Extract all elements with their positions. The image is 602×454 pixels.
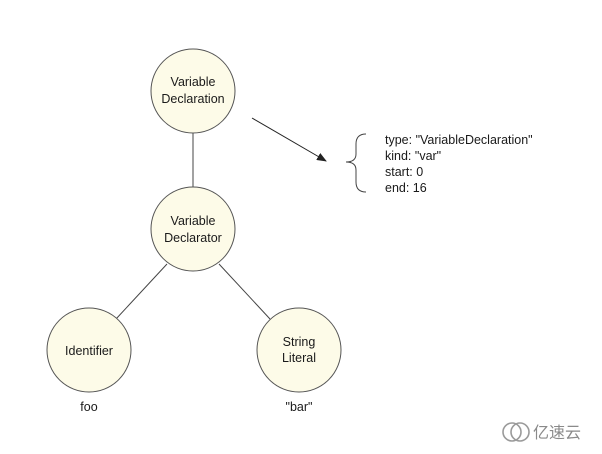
- watermark: 亿速云: [502, 422, 581, 442]
- property-line: start: 0: [385, 165, 423, 179]
- node-variable-declarator: Variable Declarator: [150, 186, 236, 272]
- node-label-line1: Variable: [171, 75, 216, 89]
- node-string-literal: String Literal: [256, 307, 342, 393]
- identifier-value: foo: [80, 400, 97, 414]
- property-line: type: "VariableDeclaration": [385, 133, 533, 147]
- edge-declarator-literal: [218, 263, 271, 320]
- node-identifier: Identifier: [46, 307, 132, 393]
- node-label-line2: Declaration: [161, 92, 224, 106]
- literal-value: "bar": [286, 400, 313, 414]
- properties-arrow: [251, 117, 327, 162]
- properties-brace: [345, 133, 367, 193]
- node-label-line2: Declarator: [164, 231, 222, 245]
- property-line: end: 16: [385, 181, 427, 195]
- node-label-line1: Identifier: [65, 344, 113, 358]
- node-label-line2: Literal: [282, 351, 316, 365]
- node-label-line1: String: [283, 335, 316, 349]
- node-variable-declaration: Variable Declaration: [150, 48, 236, 134]
- edge-declarator-identifier: [115, 263, 168, 320]
- property-line: kind: "var": [385, 149, 441, 163]
- watermark-text: 亿速云: [533, 423, 581, 442]
- properties-block: type: "VariableDeclaration" kind: "var" …: [385, 133, 533, 195]
- node-label-line1: Variable: [171, 214, 216, 228]
- watermark-logo-icon: [502, 422, 530, 442]
